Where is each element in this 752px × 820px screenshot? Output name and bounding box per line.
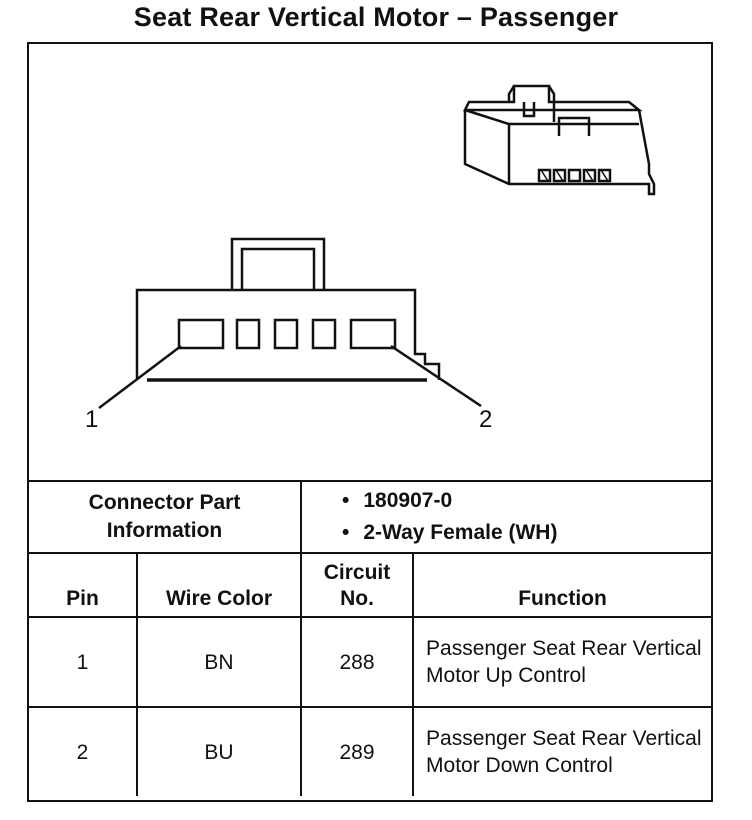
table-row: 2 BU 289 Passenger Seat Rear Vertical Mo… (29, 706, 712, 796)
function-cell: Passenger Seat Rear Vertical Motor Up Co… (412, 616, 712, 708)
wire-color-column-header: Wire Color (135, 552, 303, 618)
connector-type: 2-Way Female (WH) (342, 517, 711, 549)
wire-color-cell: BN (135, 616, 303, 708)
connector-diagram: 1 2 (29, 44, 711, 480)
connector-drawing (98, 84, 656, 409)
pin-1-label: 1 (85, 406, 99, 433)
connector-isometric-view (462, 84, 656, 196)
page-title: Seat Rear Vertical Motor – Passenger (133, 2, 619, 32)
connector-front-view (135, 237, 441, 382)
pin2-leader-line (390, 344, 482, 408)
pin-2-label: 2 (479, 406, 493, 433)
function-column-header: Function (412, 552, 712, 618)
connector-sheet: 1 2 Connector Part Information 180907-0 … (27, 42, 713, 802)
circuit-cell: 289 (300, 706, 415, 796)
pin-column-header: Pin (29, 552, 138, 618)
pin-cell: 1 (29, 616, 138, 708)
connector-info-table: Connector Part Information 180907-0 2-Wa… (29, 480, 712, 796)
part-number: 180907-0 (342, 485, 711, 517)
function-cell: Passenger Seat Rear Vertical Motor Down … (412, 706, 712, 796)
pin-cell: 2 (29, 706, 138, 796)
circuit-column-header: Circuit No. (300, 552, 415, 618)
table-row: 1 BN 288 Passenger Seat Rear Vertical Mo… (29, 616, 712, 708)
connector-part-info-label: Connector Part Information (29, 480, 303, 554)
circuit-cell: 288 (300, 616, 415, 708)
wire-color-cell: BU (135, 706, 303, 796)
pin1-leader-line (98, 345, 182, 409)
connector-part-info-values: 180907-0 2-Way Female (WH) (300, 480, 712, 554)
